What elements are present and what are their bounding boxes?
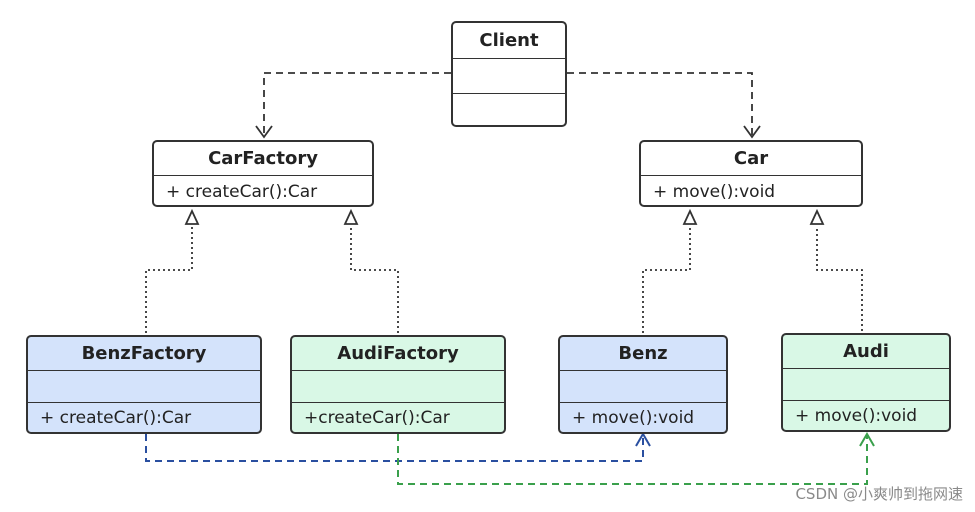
benzfactory-class-box: BenzFactory + createCar():Car: [26, 335, 262, 434]
car-class-name: Car: [641, 142, 861, 176]
audifactory-to-audi-dependency: [397, 432, 875, 485]
client-to-car-dependency: [567, 72, 761, 139]
carfactory-class-box: CarFactory + createCar():Car: [152, 140, 374, 207]
benz-attributes-section: [560, 371, 726, 402]
client-class-box: Client: [451, 21, 567, 127]
client-attributes-section: [453, 59, 565, 93]
audifactory-class-box: AudiFactory +createCar():Car: [290, 335, 506, 434]
car-class-box: Car + move():void: [639, 140, 863, 207]
benzfactory-realization: [145, 208, 200, 333]
benzfactory-class-name: BenzFactory: [28, 337, 260, 371]
audifactory-class-name: AudiFactory: [292, 337, 504, 371]
client-operations-section: [453, 93, 565, 125]
audi-realization: [809, 208, 863, 331]
audi-class-name: Audi: [783, 335, 949, 369]
audifactory-realization: [343, 208, 399, 333]
benzfactory-attributes-section: [28, 371, 260, 402]
benzfactory-to-benz-dependency: [145, 432, 651, 462]
audifactory-operation: +createCar():Car: [292, 402, 504, 432]
benz-class-name: Benz: [560, 337, 726, 371]
audi-class-box: Audi + move():void: [781, 333, 951, 432]
watermark: CSDN @小爽帅到拖网速: [795, 485, 963, 503]
client-class-name: Client: [453, 23, 565, 59]
audi-operation: + move():void: [783, 400, 949, 430]
benz-realization: [642, 208, 698, 333]
carfactory-operation: + createCar():Car: [166, 181, 318, 202]
benzfactory-operation: + createCar():Car: [28, 402, 260, 432]
benz-class-box: Benz + move():void: [558, 335, 728, 434]
audifactory-attributes-section: [292, 371, 504, 402]
car-operation: + move():void: [653, 181, 776, 202]
benz-operation: + move():void: [560, 402, 726, 432]
carfactory-class-name: CarFactory: [154, 142, 372, 176]
audi-attributes-section: [783, 369, 949, 400]
client-to-carfactory-dependency: [255, 72, 451, 139]
